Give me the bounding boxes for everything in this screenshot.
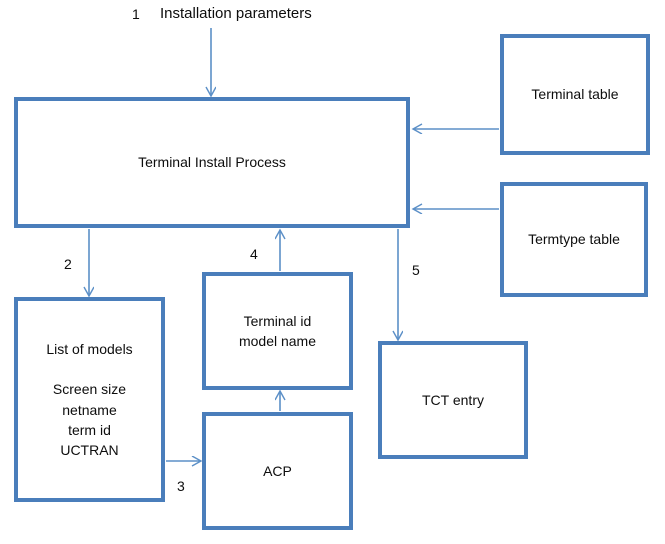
node-tct-entry[interactable]: TCT entry: [378, 341, 528, 459]
edge-label-2: 2: [64, 256, 72, 272]
node-list-of-models[interactable]: List of models Screen size netname term …: [14, 297, 165, 502]
node-terminal-table[interactable]: Terminal table: [500, 34, 650, 155]
node-terminal-id-model-name-label: Terminal id model name: [238, 312, 317, 349]
edge-label-3: 3: [177, 478, 185, 494]
caption-installation-parameters: Installation parameters: [160, 5, 312, 22]
node-terminal-id-model-name[interactable]: Terminal id model name: [202, 272, 353, 390]
node-acp[interactable]: ACP: [202, 412, 353, 530]
node-terminal-install-process[interactable]: Terminal Install Process: [14, 97, 410, 228]
node-terminal-install-process-label: Terminal Install Process: [138, 154, 286, 171]
edge-label-4: 4: [250, 246, 258, 262]
node-termtype-table[interactable]: Termtype table: [500, 182, 648, 297]
node-terminal-table-label: Terminal table: [531, 86, 619, 103]
node-termtype-table-label: Termtype table: [528, 231, 620, 248]
node-list-of-models-label: List of models Screen size netname term …: [46, 340, 133, 459]
edge-label-5: 5: [412, 262, 420, 278]
node-tct-entry-label: TCT entry: [422, 391, 484, 408]
node-acp-label: ACP: [263, 462, 292, 479]
edge-label-1: 1: [132, 6, 140, 22]
